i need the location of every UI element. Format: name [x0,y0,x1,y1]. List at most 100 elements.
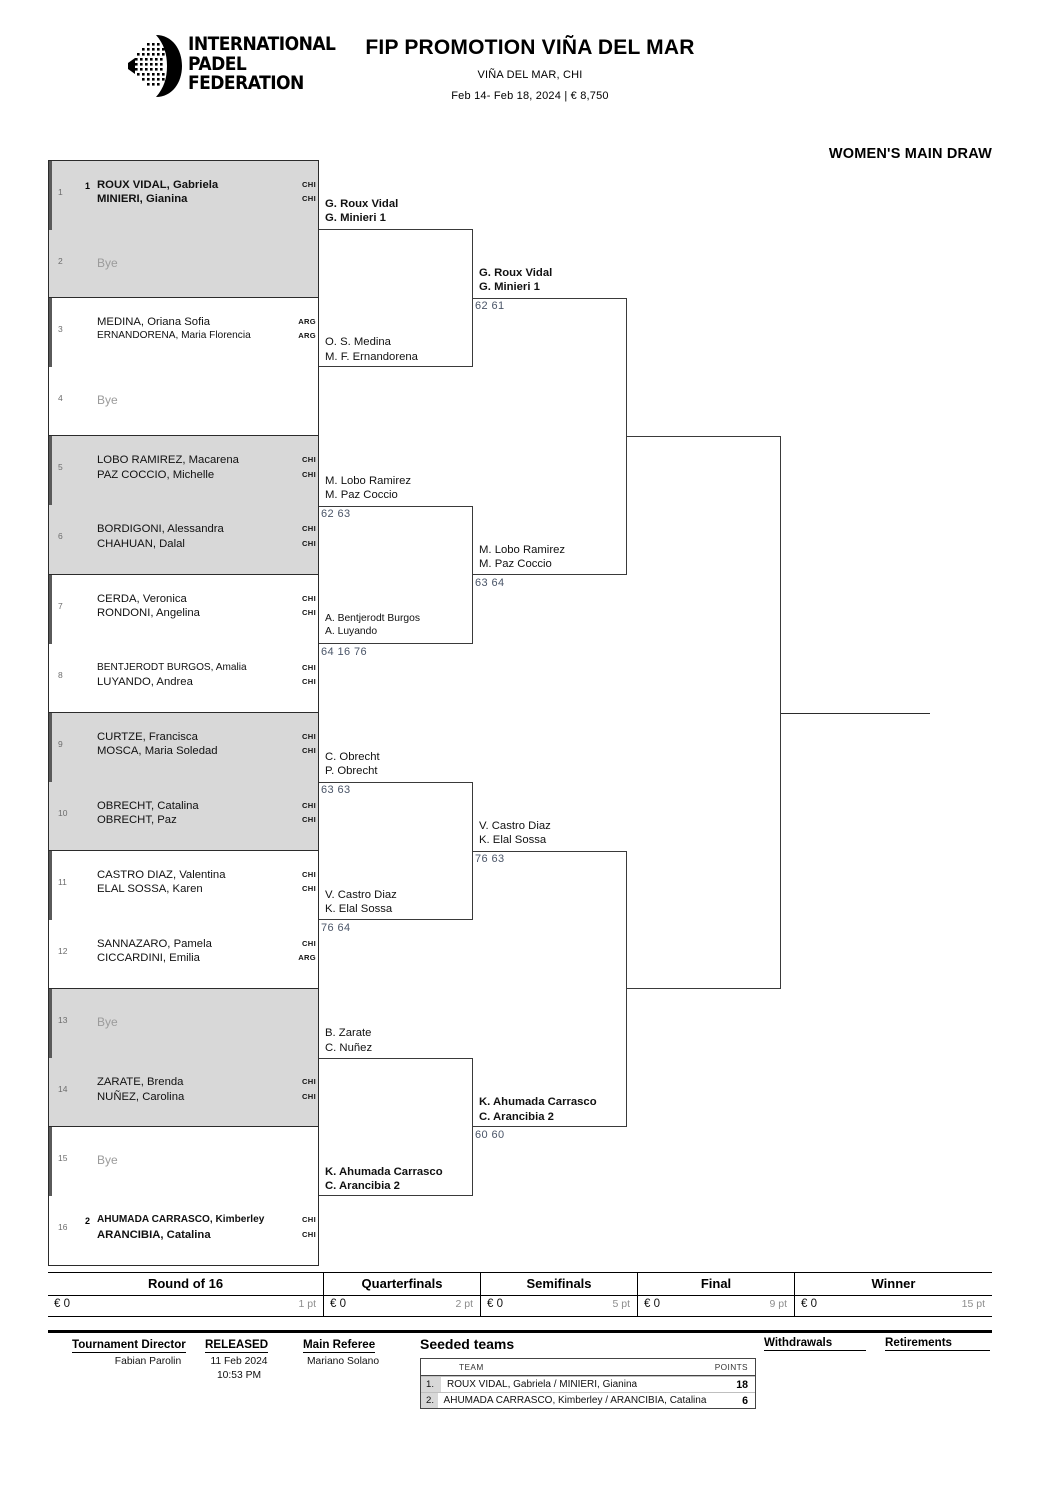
player-1-country: CHI [302,939,316,949]
player-1-name: AHUMADA CARRASCO, Kimberley [97,1214,265,1226]
seed-team-names: AHUMADA CARRASCO, Kimberley / ARANCIBIA,… [443,1395,707,1406]
quarterfinal-score-top: 62 63 [321,507,351,520]
footer-divider [48,1330,992,1333]
tournament-director-value: Fabian Parolin [114,1356,182,1367]
advancing-player-2: M. F. Ernandorena [325,350,418,363]
entry-position-number: 13 [58,1015,68,1026]
player-2-name: CHAHUAN, Dalal [97,537,185,550]
entry-position-number: 4 [58,393,63,404]
player-1-country: CHI [302,1077,316,1087]
semifinal-score-top: 62 61 [475,300,505,313]
player-2-country: CHI [302,538,316,548]
quarterfinal-score-top: 63 63 [321,783,351,796]
player-1-country: CHI [302,869,316,879]
player-1-name: CURTZE, Francisca [97,730,198,743]
seed-rank: 2. [421,1393,438,1408]
winner-connector-line [781,712,930,714]
player-1-name: CASTRO DIAZ, Valentina [97,868,226,881]
quarterfinal-connector-box [319,781,473,921]
player-1-country: CHI [302,1215,316,1225]
advancing-player-2: C. Arancibia 2 [479,1110,554,1123]
event-city: VIÑA DEL MAR, CHI [477,69,583,81]
advancing-player-1: K. Ahumada Carrasco [479,1096,597,1109]
prize-money: € 0 [801,1298,817,1310]
entry-position-number: 8 [58,669,63,680]
quarterfinal-connector-box [319,1058,473,1197]
entry-position-number: 10 [58,807,68,818]
points-col-header: Winner [794,1273,992,1295]
advancing-player-1: B. Zarate [325,1027,372,1040]
seeded-header-spacer [421,1359,441,1375]
draw-title: WOMEN'S MAIN DRAW [828,146,992,162]
released-label: RELEASED [205,1338,269,1353]
advancing-player-2: G. Minieri 1 [325,212,386,225]
released-time: 10:53 PM [216,1370,262,1381]
advancing-player-1: G. Roux Vidal [325,198,399,211]
player-1-country: CHI [302,800,316,810]
semifinal-connector-box [473,298,627,575]
prize-money: € 0 [644,1298,660,1310]
points-awarded: 1 pt [298,1298,316,1310]
entry-position-number: 15 [58,1153,68,1164]
block-accent-bar [49,298,52,368]
advancing-player-1: O. S. Medina [325,336,391,349]
player-1-name: CERDA, Veronica [97,592,187,605]
player-1-name: BENTJERODT BURGOS, Amalia [97,661,247,673]
entry-position-number: 1 [58,187,63,197]
points-awarded: 9 pt [769,1298,787,1310]
main-referee-value: Mariano Solano [306,1356,380,1367]
entry-position-number: 7 [58,600,63,611]
entry-seed-number: 2 [85,1216,91,1227]
entry-position-number: 11 [58,876,67,887]
player-1-name: SANNAZARO, Pamela [97,938,212,951]
tournament-director-label: Tournament Director [72,1338,186,1353]
federation-logo: INTERNATIONAL PADEL FEDERATION [126,31,336,103]
semifinal-score-bottom: 60 60 [475,1129,505,1142]
player-1-country: ARG [298,317,316,327]
logo-line-padel: PADEL [188,52,247,75]
seeded-teams-title: Seeded teams [420,1336,515,1352]
block-accent-bar [49,850,52,920]
advancing-player-2: A. Luyando [325,626,378,638]
block-accent-bar [49,574,52,644]
player-1-country: CHI [302,180,316,189]
prize-money: € 0 [487,1298,503,1310]
seeded-table-row: 1.ROUX VIDAL, Gabriela / MINIERI, Gianin… [421,1376,755,1392]
advancing-player-2: C. Arancibia 2 [325,1179,400,1192]
entry-position-number: 12 [58,946,68,957]
